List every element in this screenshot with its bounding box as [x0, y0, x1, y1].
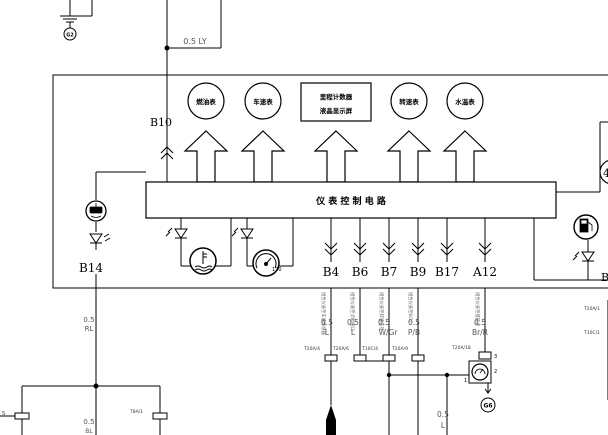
far-left-label: S: [2, 411, 5, 417]
a12-connector: [478, 351, 492, 360]
right-edge-connector: B: [601, 271, 608, 284]
signal-arrows: [183, 130, 488, 183]
pin-a12-label: A12: [472, 265, 497, 279]
odometer-lcd-box: [300, 82, 372, 122]
gauge-fuel: 燃油表: [187, 82, 225, 120]
gauge-fuel-label: 燃油表: [196, 97, 216, 106]
left-circuit: [0, 171, 161, 435]
pin-b4-gauge: 0.5: [321, 318, 333, 327]
pin-b7-conn: T10C/4: [361, 346, 378, 352]
arrow-tach: [386, 130, 432, 183]
pin-b6-color: L: [351, 328, 356, 337]
left-conn-label: T8A/1: [129, 409, 143, 415]
arrow-speed: [240, 130, 286, 183]
inline-fuses: [324, 354, 425, 362]
pin-b9-label: B9: [410, 265, 426, 279]
gauge-tach-label: 转速表: [399, 97, 419, 106]
junction-dot-top: [164, 45, 170, 51]
gauge-speed: 车速表: [244, 82, 282, 120]
sensor-ground: [480, 383, 496, 413]
b4-terminal-arrow: [326, 405, 336, 435]
pin-b7-label: B7: [381, 265, 397, 279]
b10-label: B10: [150, 116, 172, 129]
bottom-right-color: L: [441, 421, 446, 430]
speed-sensor-icon: [474, 368, 486, 375]
gauge-temp-label: 水温表: [455, 97, 475, 106]
sensor-pin-3: 3: [494, 354, 497, 360]
right-conn-label-1: T20A/1: [583, 306, 600, 312]
pin-b6-conn: T20A/6: [332, 346, 349, 352]
left-wire-color: RL: [85, 325, 94, 333]
fuel-pump-icon: [579, 218, 593, 233]
pin-a12-color: Br/R: [472, 328, 488, 337]
pin-b7-color: W/Gr: [379, 328, 399, 337]
ground-label-g2: G2: [66, 33, 74, 39]
gauge-tach: 转速表: [390, 82, 428, 120]
control-circuit-box: [145, 181, 557, 219]
b10-connector: [160, 124, 174, 182]
instrument-cluster-box: [52, 74, 608, 289]
odometer-label: 里程计数器: [320, 92, 353, 101]
pin-b7-vtext: 组合仪表至转速信号: [378, 292, 385, 331]
top-supply-wire: [166, 0, 222, 124]
top-wire-label: 0.5 LY: [183, 37, 207, 46]
gauge-speed-label: 车速表: [253, 97, 273, 106]
pin-b17-label: B17: [435, 265, 459, 279]
pin-b7-gauge: 0.5: [378, 318, 390, 327]
sensor-pin-2: 2: [494, 369, 497, 375]
pin-b9-vtext: 组合仪表至ECU: [407, 292, 414, 322]
pin-a12-vtext: 组合仪表至搭铁点: [474, 292, 481, 327]
sensor-pin-1: 1: [464, 378, 467, 384]
bottom-right-gauge: 0.5: [437, 410, 449, 419]
right-conn-label-2: T10C/1: [583, 330, 600, 336]
left-wire-gauge: 0.5: [83, 316, 94, 324]
output-wires: [330, 288, 486, 435]
fuse-left: [14, 412, 168, 420]
pin-b6-vtext: 组合仪表至诊断接口: [349, 292, 356, 331]
control-circuit-label: 仪 表 控 制 电 路: [315, 195, 387, 207]
ground-label-g6: G6: [483, 403, 492, 410]
pin-columns: [324, 218, 492, 262]
bottom-mid-color: BL: [85, 428, 93, 435]
right-edge-circle: [599, 160, 608, 184]
arrow-temp: [442, 130, 488, 183]
gauge-temp: 水温表: [446, 82, 484, 120]
oil-pressure-icon: [89, 203, 103, 218]
pin-a12-conn: T20A/18: [451, 345, 471, 351]
lcd-label: 液晶显示屏: [320, 106, 353, 115]
pin-b9-conn: T20A/9: [391, 346, 408, 352]
pin-a12-gauge: 0.5: [474, 318, 486, 327]
junction-dot-left: [93, 383, 99, 389]
pin-b4-color: L: [325, 328, 330, 337]
pin-b4-conn: T20A/4: [303, 346, 320, 352]
pin-b9-color: P/B: [408, 328, 420, 337]
b14-label: B14: [79, 261, 103, 275]
arrow-fuel: [183, 130, 229, 183]
coolant-temp-icon: [194, 251, 213, 272]
arrow-lcd: [313, 130, 359, 183]
tachometer-icon: 120: [255, 253, 282, 273]
junction-dot-b7: [386, 372, 392, 378]
right-edge-digit: 4: [603, 167, 608, 180]
pin-b6-gauge: 0.5: [347, 318, 359, 327]
pin-b6-label: B6: [352, 265, 368, 279]
pin-b4-vtext: 组合仪表至车速传感器: [320, 292, 327, 336]
bottom-mid-gauge: 0.5: [83, 418, 94, 426]
sensor-icon-circle: [471, 363, 489, 381]
pin-b4-label: B4: [323, 265, 340, 279]
pin-b9-gauge: 0.5: [408, 318, 420, 327]
svg-text:120: 120: [272, 267, 282, 273]
right-side-circuit: [533, 121, 608, 400]
top-left-ground: [60, 0, 93, 41]
